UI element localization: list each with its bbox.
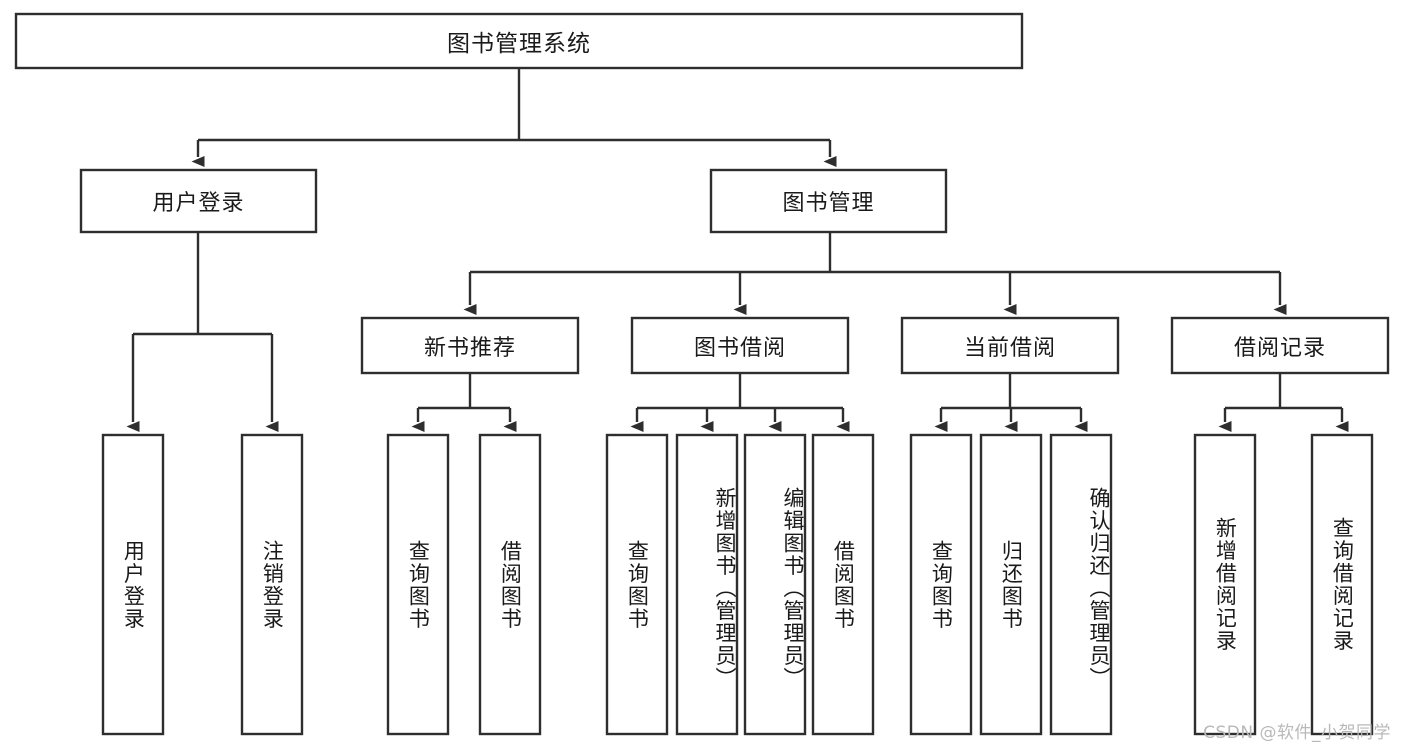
connector-book-manage-to-level3: [463, 232, 1287, 315]
connector-root-to-level2: [191, 68, 837, 167]
connector-user-login-to-leaves: [126, 232, 279, 432]
leaf-box-query-borrow-record[interactable]: [1310, 433, 1374, 736]
node-box-new-book-recommend[interactable]: [360, 316, 580, 375]
node-box-user-login[interactable]: [79, 168, 318, 234]
leaf-box-add-borrow-record[interactable]: [1193, 433, 1257, 736]
leaf-box-logout-login[interactable]: [240, 433, 304, 736]
leaf-box-borrow-book[interactable]: [811, 433, 875, 736]
leaf-box-query-book-current[interactable]: [909, 433, 973, 736]
node-box-book-manage[interactable]: [709, 168, 948, 234]
leaf-box-edit-book-admin[interactable]: [743, 433, 807, 736]
leaf-box-user-login[interactable]: [101, 433, 165, 736]
leaf-box-borrow-book-rec[interactable]: [478, 433, 542, 736]
node-box-current-borrow[interactable]: [900, 316, 1120, 375]
leaf-box-confirm-return-admin[interactable]: [1049, 433, 1113, 736]
node-box-borrow-record[interactable]: [1170, 316, 1390, 375]
leaf-box-return-book[interactable]: [979, 433, 1043, 736]
leaf-box-query-book-borrow[interactable]: [605, 433, 669, 736]
connector-new-book-rec-to-leaves: [411, 373, 517, 432]
leaf-box-query-book-rec[interactable]: [386, 433, 450, 736]
connector-book-borrow-to-leaves: [630, 373, 850, 432]
leaf-box-add-book-admin[interactable]: [675, 433, 739, 736]
connector-borrow-record-to-leaves: [1218, 373, 1349, 432]
node-box-root[interactable]: [14, 12, 1024, 70]
connector-current-borrow-to-leaves: [934, 373, 1088, 432]
node-box-book-borrow[interactable]: [630, 316, 850, 375]
